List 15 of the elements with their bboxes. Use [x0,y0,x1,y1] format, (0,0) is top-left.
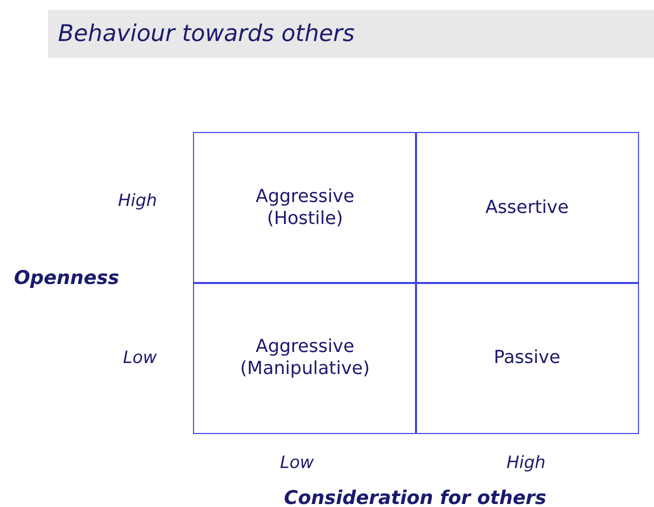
matrix-cell [415,282,639,434]
matrix-cell [193,132,417,284]
axis-title: Openness [14,267,120,289]
column-label: Low [280,453,314,473]
cell-label: Aggressive (Manipulative) [239,336,371,380]
axis-title: Consideration for others [284,487,546,507]
title-banner: Behaviour towards others [48,10,654,58]
matrix-cell [415,132,639,284]
row-label: Low [123,348,157,368]
cell-label: Passive [494,347,560,369]
column-label: High [506,453,546,473]
cell-label: Assertive [485,197,569,219]
row-label: High [118,191,158,211]
matrix-cell [193,282,417,434]
cell-label: Aggressive (Hostile) [254,186,356,230]
